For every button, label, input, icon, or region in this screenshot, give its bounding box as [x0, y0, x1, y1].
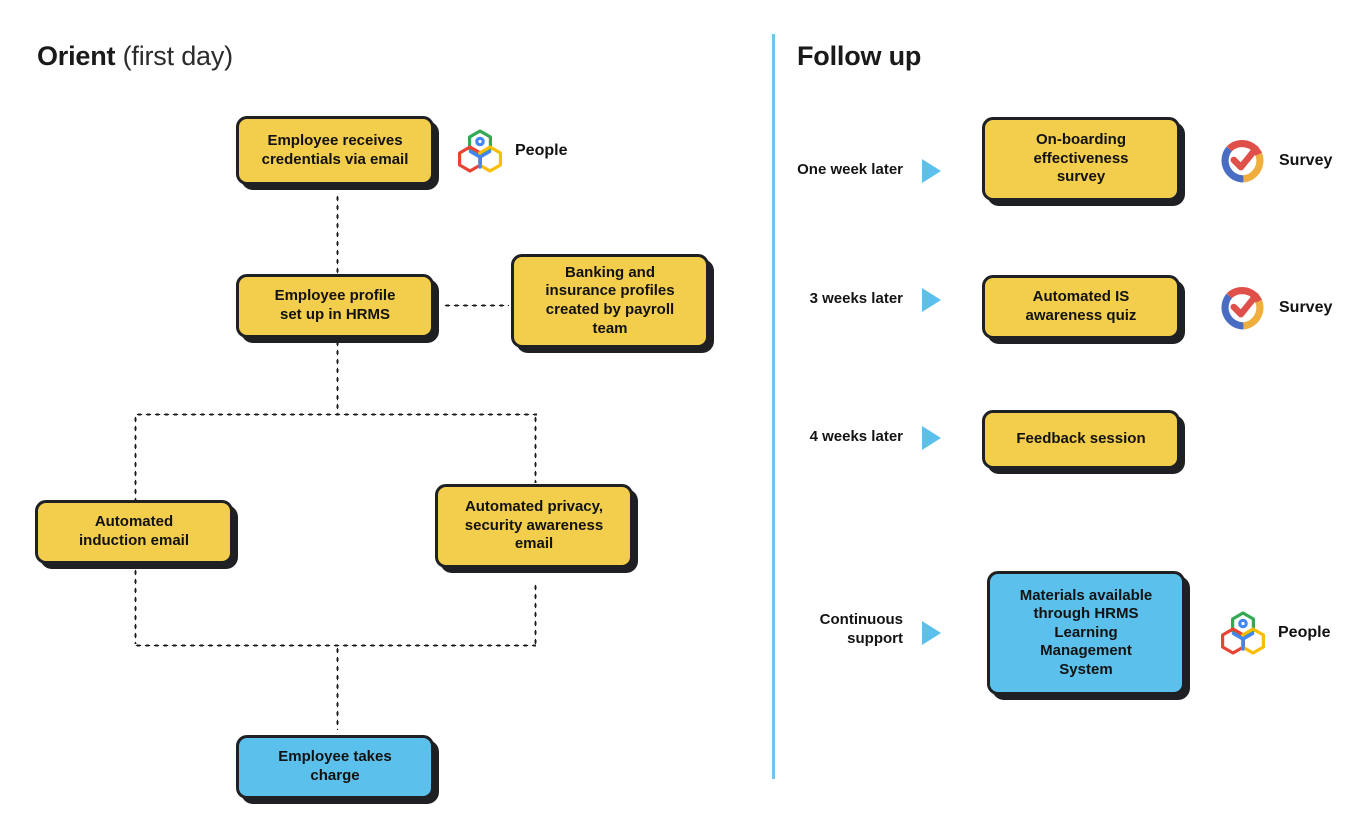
survey-icon — [1219, 136, 1268, 185]
left-panel-title-sub: (first day) — [115, 41, 234, 71]
connector-profile-to-banking — [443, 304, 509, 307]
timing-label-row-4: Continuous support — [819, 611, 903, 647]
timing-label-row-1: One week later — [797, 161, 903, 178]
arrow-icon-row-1 — [922, 159, 941, 183]
right-panel-title: Follow up — [797, 41, 921, 72]
people-icon-label: People — [515, 142, 568, 159]
node-automated-is-awareness-quiz[interactable]: Automated IS awareness quiz — [982, 275, 1180, 339]
people-icon-label: People — [1278, 624, 1331, 641]
node-materials-hrms-lms[interactable]: Materials available through HRMS Learnin… — [987, 571, 1185, 695]
connector-credentials-to-profile — [336, 194, 339, 274]
right-panel-title-main: Follow up — [797, 41, 922, 71]
left-panel-title-main: Orient — [37, 41, 116, 71]
connector-profile-to-branch — [336, 339, 339, 415]
left-panel-title: Orient (first day) — [37, 41, 233, 72]
connector-merge-bar — [134, 644, 536, 647]
connector-branch-to-induction — [134, 415, 137, 500]
connector-induction-to-merge — [134, 568, 137, 644]
connector-branch-to-privacy — [534, 415, 537, 483]
connector-branch-bar — [135, 413, 537, 416]
survey-icon-label: Survey — [1279, 151, 1333, 169]
survey-icon — [1219, 283, 1268, 332]
node-banking-insurance-profiles[interactable]: Banking and insurance profiles created b… — [511, 254, 709, 348]
people-icon — [456, 127, 504, 175]
survey-icon-group-row-1: Survey — [1219, 136, 1332, 185]
arrow-icon-row-4 — [922, 621, 941, 645]
node-employee-profile-hrms[interactable]: Employee profile set up in HRMS — [236, 274, 434, 338]
people-icon-group-row-4: People — [1219, 609, 1330, 657]
people-icon — [1219, 609, 1267, 657]
node-feedback-session[interactable]: Feedback session — [982, 410, 1180, 469]
arrow-icon-row-2 — [922, 288, 941, 312]
node-employee-receives-credentials[interactable]: Employee receives credentials via email — [236, 116, 434, 185]
node-onboarding-effectiveness-survey[interactable]: On-boarding effectiveness survey — [982, 117, 1180, 201]
connector-merge-to-takes-charge — [336, 646, 339, 730]
people-icon-group-left: People — [456, 127, 567, 175]
timing-label-row-3: 4 weeks later — [809, 428, 903, 445]
node-automated-induction-email[interactable]: Automated induction email — [35, 500, 233, 564]
survey-icon-group-row-2: Survey — [1219, 283, 1332, 332]
panel-divider — [772, 34, 775, 779]
arrow-icon-row-3 — [922, 426, 941, 450]
connector-privacy-to-merge — [534, 583, 537, 644]
node-employee-takes-charge[interactable]: Employee takes charge — [236, 735, 434, 799]
survey-icon-label: Survey — [1279, 298, 1333, 316]
timing-label-row-2: 3 weeks later — [809, 290, 903, 307]
node-automated-privacy-email[interactable]: Automated privacy, security awareness em… — [435, 484, 633, 568]
